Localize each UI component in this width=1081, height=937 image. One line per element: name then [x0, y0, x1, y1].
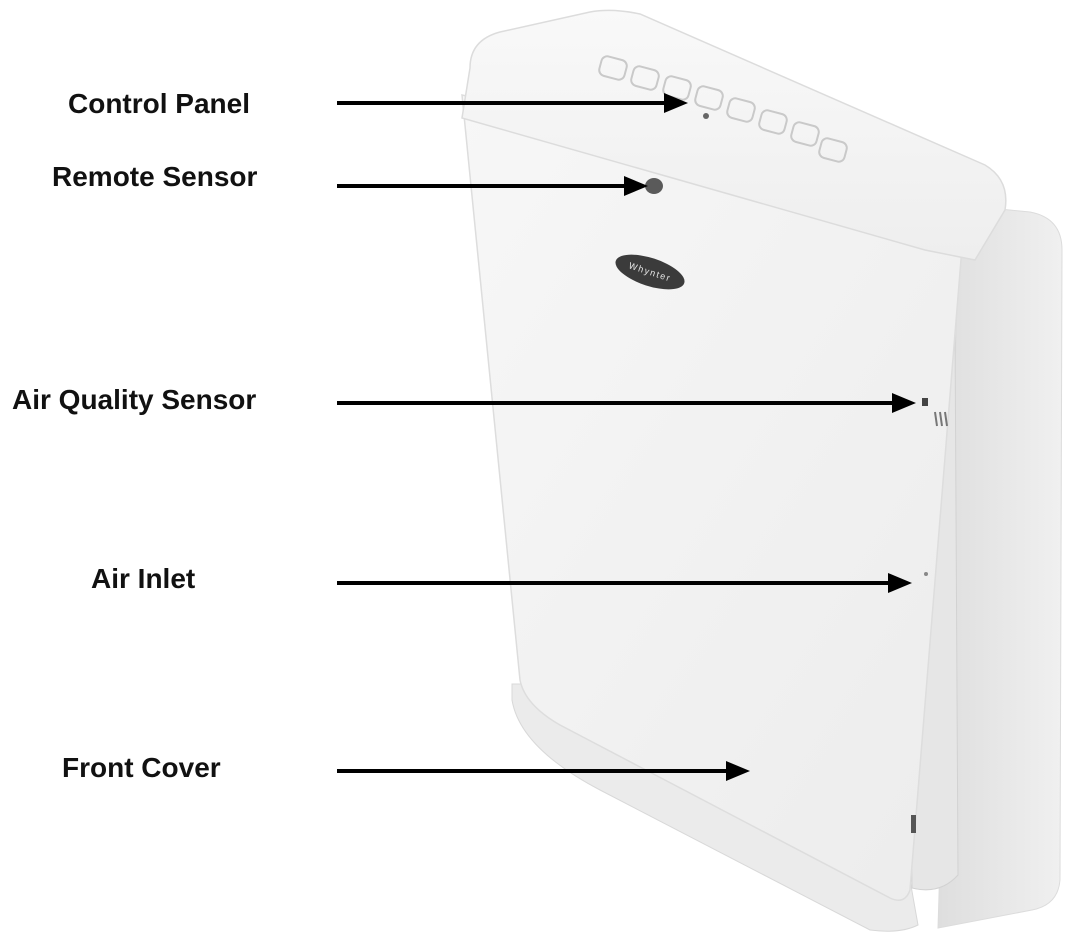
arrow-head — [726, 761, 750, 781]
callout-label: Air Quality Sensor — [12, 384, 256, 415]
side-body — [937, 204, 1063, 929]
arrow-head — [664, 93, 688, 113]
arrow-head — [888, 573, 912, 593]
control-button — [790, 121, 820, 147]
inlet-clip — [911, 815, 916, 833]
air-purifier: Whynter — [461, 9, 1063, 932]
callout-front-cover: Front Cover — [62, 752, 750, 783]
control-button — [818, 137, 848, 163]
control-button — [758, 109, 788, 135]
control-panel — [598, 55, 848, 163]
brand-badge: Whynter — [615, 254, 685, 290]
control-button — [598, 55, 628, 81]
callout-label: Air Inlet — [91, 563, 195, 594]
arrow-head — [892, 393, 916, 413]
callout-label: Remote Sensor — [52, 161, 257, 192]
control-button — [694, 85, 724, 111]
control-button — [726, 97, 756, 123]
top-housing — [461, 9, 1007, 261]
air-inlet-mark — [924, 572, 928, 576]
arrow-head — [624, 176, 648, 196]
callout-remote-sensor: Remote Sensor — [52, 161, 648, 196]
callout-control-panel: Control Panel — [68, 88, 688, 119]
callout-air-quality-sensor: Air Quality Sensor — [12, 384, 916, 415]
indicator-light — [703, 113, 709, 119]
callout-label: Front Cover — [62, 752, 221, 783]
remote-sensor-window — [645, 178, 663, 194]
callout-air-inlet: Air Inlet — [91, 563, 912, 594]
air-quality-sensor — [922, 398, 948, 427]
callout-label: Control Panel — [68, 88, 250, 119]
front-cover — [461, 94, 966, 901]
control-button — [630, 65, 660, 91]
